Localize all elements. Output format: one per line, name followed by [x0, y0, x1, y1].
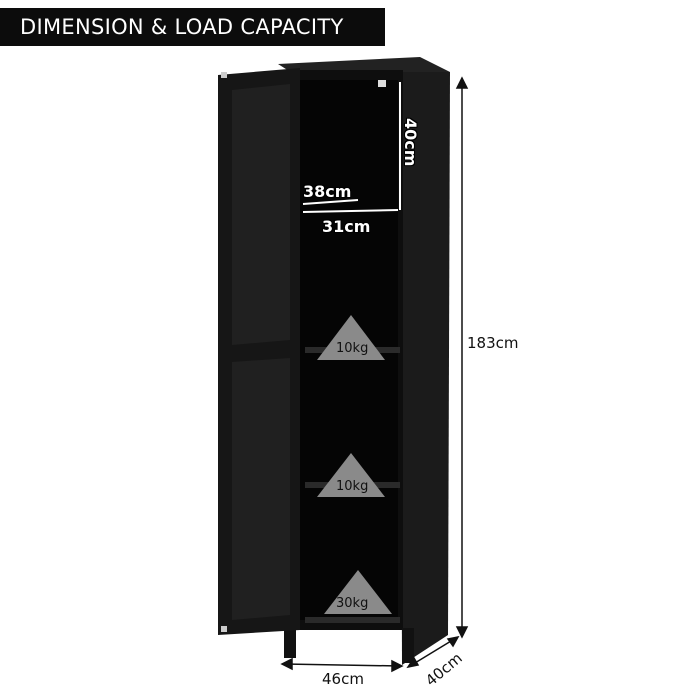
interior-height-label: 40cm: [401, 118, 420, 167]
hinge: [221, 626, 227, 632]
shelf-load-label: 10kg: [336, 479, 369, 494]
height-dimension-line: [455, 76, 469, 639]
cabinet-leg: [402, 628, 414, 663]
interior-depth-label: 38cm: [303, 182, 352, 201]
hinge: [221, 72, 227, 78]
shelf: [305, 617, 400, 623]
bottom-load-label: 30kg: [336, 596, 369, 611]
width-label: 46cm: [322, 670, 364, 688]
door-panel: [232, 84, 290, 345]
depth-dimension-line: [406, 635, 460, 669]
shelf-load-label: 10kg: [336, 341, 369, 356]
width-dimension-line: [280, 657, 404, 673]
cabinet-side: [400, 72, 450, 665]
door-panel: [232, 358, 290, 620]
load-triangle: [324, 570, 392, 614]
interior-dimension-arrows: [302, 82, 401, 213]
interior-width-label: 31cm: [322, 217, 371, 236]
hinge: [378, 80, 386, 87]
load-triangle: [317, 453, 385, 497]
height-label: 183cm: [467, 334, 519, 352]
load-triangle: [317, 315, 385, 360]
cabinet-leg: [284, 628, 296, 658]
title-banner: DIMENSION & LOAD CAPACITY: [0, 8, 385, 46]
